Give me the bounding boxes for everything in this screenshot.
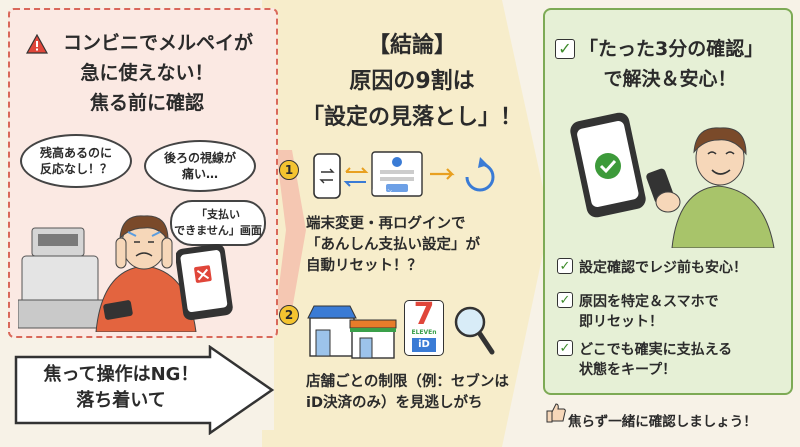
solution-title-line2: で解決＆安心！ — [603, 68, 737, 90]
conclusion-title: 【結論】 原因の9割は 「設定の見落とし」！ — [292, 28, 532, 136]
speech-bubble-stares: 後ろの視線が 痛い… — [144, 140, 256, 192]
step1-line1: 端末変更・再ログインで — [306, 216, 466, 232]
worried-customer-illustration — [18, 215, 197, 332]
checkbox-icon: ✓ — [557, 340, 573, 356]
step2-text: 店舗ごとの制限（例：セブンは iD決済のみ）を見逃しがち — [306, 372, 536, 414]
step2-number: 2 — [279, 305, 299, 325]
relieved-person-illustration — [570, 112, 775, 248]
speech-bubble-no-response: 残高あるのに 反応なし！？ — [20, 134, 132, 188]
conclusion-line3: 「設定の見落とし」！ — [301, 105, 522, 130]
thumbs-up-icon — [546, 403, 566, 423]
step1-line2: 「あんしん支払い設定」が — [306, 237, 480, 253]
conclusion-line2: 原因の9割は — [349, 69, 475, 94]
calm-down-message: 焦って操作はNG！ 落ち着いて — [26, 362, 216, 414]
solution-title-line1: 「たった3分の確認」 — [579, 38, 764, 60]
footer-message: 焦らず一緒に確認しましょう！ — [568, 414, 757, 430]
id-payment-badge: iD — [412, 338, 436, 352]
checkbox-icon: ✓ — [557, 292, 573, 308]
solution-title: ✓ 「たった3分の確認」 で解決＆安心！ — [555, 34, 785, 94]
benefit-item: ✓ 原因を特定＆スマホで 即リセット！ — [557, 292, 787, 332]
calm-down-line2: 落ち着いて — [76, 390, 166, 411]
benefit-text: 設定確認でレジ前も安心！ — [579, 260, 747, 276]
problem-title: コンビニでメルペイが 急に使えない！ 焦る前に確認 — [22, 28, 272, 118]
checkbox-icon: ✓ — [557, 258, 573, 274]
seven-eleven-id-logo: 7 ELEVEn iD — [404, 300, 444, 356]
step1-text: 端末変更・再ログインで 「あんしん支払い設定」が 自動リセット！？ — [306, 214, 526, 277]
problem-title-line1: コンビニでメルペイが — [62, 32, 253, 54]
problem-title-line3: 焦る前に確認 — [89, 92, 204, 114]
step2-line2: iD決済のみ）を見逃しがち — [306, 395, 483, 411]
calm-down-arrow — [14, 345, 275, 435]
benefit-text: 原因を特定＆スマホで 即リセット！ — [579, 294, 719, 330]
stores-illustration — [307, 305, 397, 359]
benefit-item: ✓ 設定確認でレジ前も安心！ — [557, 258, 787, 278]
benefit-text: どこでも確実に支払える 状態をキープ！ — [579, 342, 733, 378]
login-button-label: ログイン — [371, 189, 392, 195]
magnifying-glass-icon — [454, 306, 495, 355]
device-change-login-reset-illustration — [313, 151, 495, 199]
step2-line1: 店舗ごとの制限（例：セブンは — [306, 374, 509, 390]
check-icon: ✓ — [555, 39, 575, 59]
conclusion-label: 【結論】 — [367, 33, 456, 58]
error-phone-illustration — [176, 244, 233, 321]
benefit-item: ✓ どこでも確実に支払える 状態をキープ！ — [557, 340, 787, 380]
problem-title-line2: 急に使えない！ — [80, 62, 214, 84]
step1-number: 1 — [279, 160, 299, 180]
calm-down-line1: 焦って操作はNG！ — [43, 364, 199, 385]
benefit-list: ✓ 設定確認でレジ前も安心！ ✓ 原因を特定＆スマホで 即リセット！ ✓ どこで… — [557, 258, 787, 380]
step1-line3: 自動リセット！？ — [306, 258, 422, 274]
warning-icon — [26, 34, 48, 54]
